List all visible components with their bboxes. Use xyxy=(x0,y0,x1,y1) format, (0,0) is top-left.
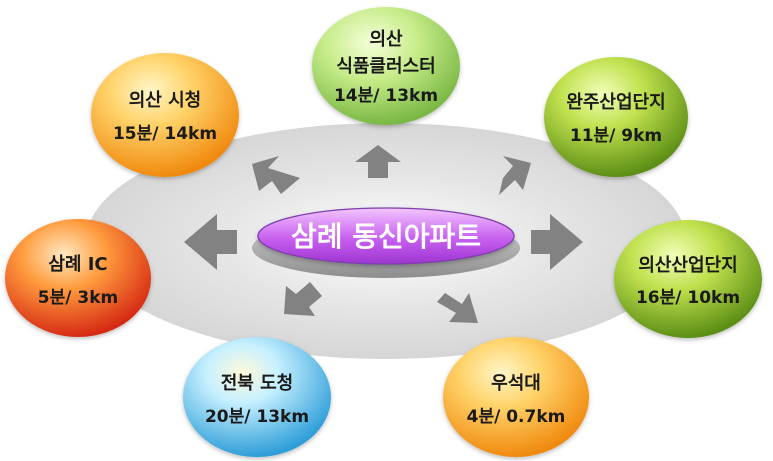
center-top xyxy=(257,207,515,265)
node-name-iksan-food-cluster-line1: 의산 xyxy=(369,29,403,50)
center-platform: 삼례 동신아파트 xyxy=(252,207,520,278)
node-useokdae: 우석대 4분/ 0.7km xyxy=(443,337,589,457)
destination-nodes: 의산 시청 15분/ 14km 의산 식품클러스터 14분/ 13km 완주산업… xyxy=(5,7,762,457)
node-iksan-cityhall: 의산 시청 15분/ 14km xyxy=(91,53,239,177)
node-time-jeonbuk-provincial: 20분/ 13km xyxy=(205,407,309,427)
node-circle-samnye-ic xyxy=(5,219,151,337)
node-time-useokdae: 4분/ 0.7km xyxy=(467,407,566,427)
arrow-right xyxy=(531,214,583,270)
node-wanju-industrial: 완주산업단지 11분/ 9km xyxy=(544,57,688,177)
node-name-jeonbuk-provincial: 전북 도청 xyxy=(221,373,294,394)
node-time-iksan-food-cluster: 14분/ 13km xyxy=(334,86,438,106)
node-jeonbuk-provincial: 전북 도청 20분/ 13km xyxy=(183,337,331,457)
node-name-wanju-industrial: 완주산업단지 xyxy=(566,92,665,113)
node-circle-iksan-cityhall xyxy=(91,53,239,177)
arrow-left xyxy=(184,214,237,270)
node-name-useokdae: 우석대 xyxy=(491,373,541,394)
node-name-samnye-ic: 삼례 IC xyxy=(48,254,107,275)
arrow-upright xyxy=(499,156,531,195)
arrow-downright xyxy=(437,293,478,323)
center-label: 삼례 동신아파트 xyxy=(291,220,481,253)
node-circle-iksan-industrial xyxy=(614,220,762,338)
node-circle-jeonbuk-provincial xyxy=(183,337,331,457)
arrow-downleft xyxy=(284,282,322,316)
arrows-group xyxy=(184,145,583,323)
node-samnye-ic: 삼례 IC 5분/ 3km xyxy=(5,219,151,337)
arrow-up xyxy=(355,145,401,178)
node-time-wanju-industrial: 11분/ 9km xyxy=(570,126,662,146)
node-circle-wanju-industrial xyxy=(544,57,688,177)
node-circle-iksan-food-cluster xyxy=(312,7,460,125)
node-iksan-food-cluster: 의산 식품클러스터 14분/ 13km xyxy=(312,7,460,125)
node-name-iksan-food-cluster-line2: 식품클러스터 xyxy=(336,56,435,77)
node-iksan-industrial: 의산산업단지 16분/ 10km xyxy=(614,220,762,338)
node-circle-useokdae xyxy=(443,337,589,457)
node-time-iksan-industrial: 16분/ 10km xyxy=(636,288,740,308)
node-name-iksan-industrial: 의산산업단지 xyxy=(638,255,737,276)
node-time-iksan-cityhall: 15분/ 14km xyxy=(113,124,217,144)
node-name-iksan-cityhall: 의산 시청 xyxy=(129,90,202,111)
node-time-samnye-ic: 5분/ 3km xyxy=(38,288,118,308)
arrow-upleft xyxy=(252,156,300,194)
